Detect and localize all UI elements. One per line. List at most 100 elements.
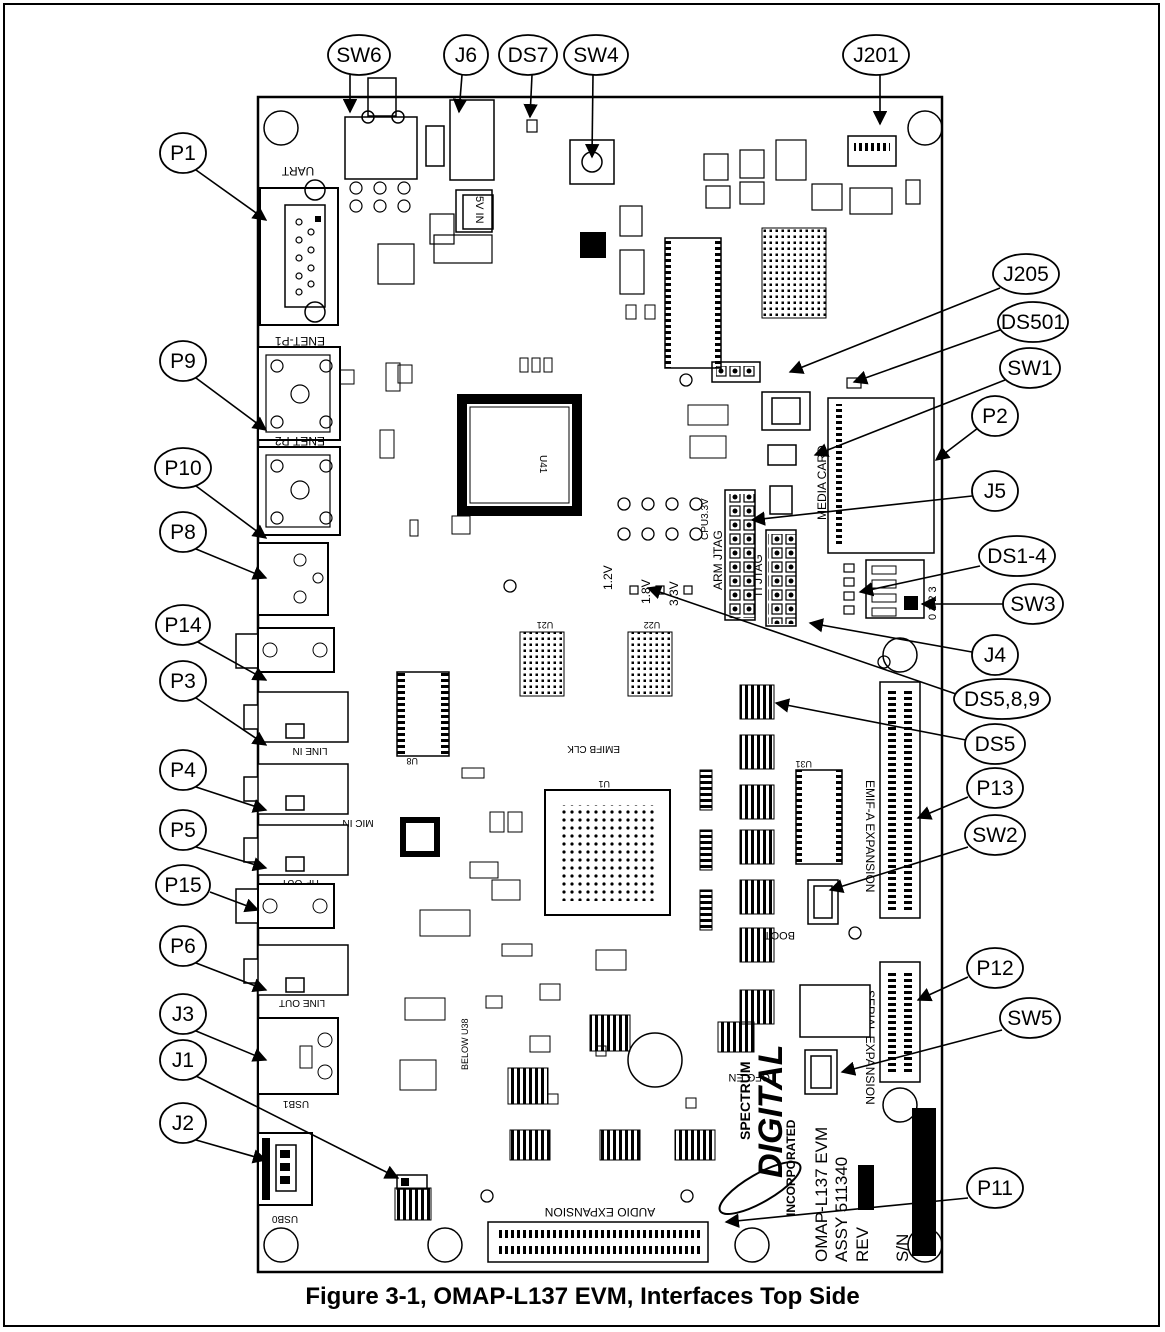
callout-ds501: DS501 xyxy=(852,301,1069,385)
callout-ds1-4: DS1-4 xyxy=(858,535,1056,597)
callout-p10: P10 xyxy=(154,447,268,539)
u1-omap-bga xyxy=(544,789,671,916)
callout-bubble-ds1-4 xyxy=(978,535,1056,577)
p8-connector xyxy=(257,542,329,616)
callout-j1: J1 xyxy=(159,1039,400,1179)
callout-bubble-p8 xyxy=(159,511,207,553)
callout-arrow-p5 xyxy=(195,846,268,872)
callout-label-p10: P10 xyxy=(164,457,201,480)
callout-arrow-j4 xyxy=(808,618,973,653)
emif-a-silk: EMIF-A EXPANSION xyxy=(863,780,877,892)
callout-bubble-ds501 xyxy=(997,301,1069,343)
callout-label-p12: P12 xyxy=(976,957,1013,980)
pcb-outline xyxy=(256,95,944,1274)
audio-exp-silk: AUDIO EXPANSION xyxy=(545,1205,655,1219)
callout-arrow-p12 xyxy=(916,976,969,1002)
callout-label-p6: P6 xyxy=(170,935,196,958)
line-out-silk: LINE OUT xyxy=(279,997,325,1008)
u50-flash xyxy=(664,237,722,369)
callout-bubble-ds5 xyxy=(964,723,1026,765)
u21-ddr xyxy=(519,631,565,697)
mic-in-silk: MIC IN xyxy=(342,817,373,828)
callout-p8: P8 xyxy=(159,511,268,580)
callout-bubble-p5 xyxy=(159,809,207,851)
callout-arrow-j2 xyxy=(195,1139,268,1164)
svg-text:DIGITAL: DIGITAL xyxy=(752,1045,790,1178)
sw3-numbers-silk: 0 1 2 3 xyxy=(927,586,939,620)
callout-label-ds1-4: DS1-4 xyxy=(987,545,1047,568)
u23-chip xyxy=(799,984,871,1038)
callout-j2: J2 xyxy=(159,1102,268,1164)
callout-label-ds589: DS5,8,9 xyxy=(964,688,1040,711)
callout-bubble-sw2 xyxy=(964,814,1026,856)
callout-bubble-j6 xyxy=(443,34,489,76)
u31-silk: U31 xyxy=(795,759,812,769)
callout-arrow-p11 xyxy=(724,1197,969,1228)
callout-label-p2: P2 xyxy=(982,405,1008,428)
callout-arrow-j6 xyxy=(452,74,468,114)
media-card-silk: MEDIA CARD xyxy=(815,445,829,520)
callout-label-sw5: SW5 xyxy=(1007,1007,1053,1030)
callout-bubble-p12 xyxy=(966,947,1024,989)
callout-p4: P4 xyxy=(159,749,268,813)
callout-label-j3: J3 xyxy=(172,1003,194,1026)
board-diagram: UART ENET-P1 ENET-P2 L xyxy=(154,34,1069,1274)
u8-silk: U8 xyxy=(406,756,418,766)
callout-bubble-j4 xyxy=(971,634,1019,676)
callout-bubble-j2 xyxy=(159,1102,207,1144)
line-in-silk: LINE IN xyxy=(292,745,327,756)
callout-sw1: SW1 xyxy=(813,347,1061,457)
u505-bga xyxy=(761,227,827,319)
callout-bubble-sw4 xyxy=(563,34,629,76)
ti-jtag-silk: TI JTAG xyxy=(751,554,765,598)
callout-label-sw2: SW2 xyxy=(972,824,1018,847)
audio-jack-p4 xyxy=(243,763,349,815)
v33-silk: 3.3V xyxy=(667,581,681,606)
enet-p1-connector xyxy=(257,346,341,441)
callout-label-sw1: SW1 xyxy=(1007,357,1053,380)
u22-ddr xyxy=(627,631,673,697)
callout-label-p11: P11 xyxy=(977,1177,1013,1200)
callout-p11: P11 xyxy=(724,1167,1024,1228)
callout-label-ds7: DS7 xyxy=(508,44,549,67)
callout-sw6: SW6 xyxy=(327,34,391,114)
callout-arrow-ds5 xyxy=(774,698,967,741)
callout-arrow-j1 xyxy=(195,1075,400,1179)
ds7-led xyxy=(526,119,538,133)
j201-connector xyxy=(847,135,897,167)
callout-arrow-j5 xyxy=(750,495,973,526)
five-v-in-silk: 5V IN xyxy=(473,196,485,224)
arm-jtag-silk: ARM JTAG xyxy=(711,530,725,590)
callout-bubble-j1 xyxy=(159,1039,207,1081)
u22-silk: U22 xyxy=(644,620,661,630)
callout-bubble-p3 xyxy=(159,660,207,702)
bottom-chips xyxy=(394,909,755,1221)
p15-connector xyxy=(235,883,335,929)
sw1-switch xyxy=(761,391,811,515)
assy-silk: ASSY 511340 xyxy=(832,1157,851,1262)
cpu33v-silk: CPU3.3V xyxy=(700,498,711,540)
sw5-switch xyxy=(804,1049,838,1095)
cfg-en-silk: CFG EN xyxy=(728,1071,770,1083)
boot-silk: BOOT xyxy=(764,929,795,941)
callout-arrow-p6 xyxy=(195,962,268,993)
audio-jack-p6 xyxy=(243,944,349,996)
callout-bubble-j3 xyxy=(159,993,207,1035)
serial-number-block xyxy=(912,1108,936,1256)
uart-area-parts xyxy=(349,181,493,285)
j6-power-jack xyxy=(425,99,495,233)
callout-bubble-p2 xyxy=(971,395,1019,437)
callout-label-p1: P1 xyxy=(170,142,196,165)
callout-label-p13: P13 xyxy=(976,777,1013,800)
u44-qfn xyxy=(580,232,606,258)
p13-emif-a-connector xyxy=(879,681,921,919)
callout-arrow-j3 xyxy=(195,1030,268,1062)
callout-arrow-p14 xyxy=(195,640,268,681)
below-u38-silk: BELOW U38 xyxy=(460,1018,470,1070)
callout-ds589: DS5,8,9 xyxy=(646,585,1051,720)
callout-bubble-j201 xyxy=(842,34,910,76)
callout-arrow-p1 xyxy=(195,169,268,221)
callout-label-p8: P8 xyxy=(170,521,196,544)
callout-bubble-sw6 xyxy=(327,34,391,76)
callout-arrow-ds1-4 xyxy=(858,565,981,597)
